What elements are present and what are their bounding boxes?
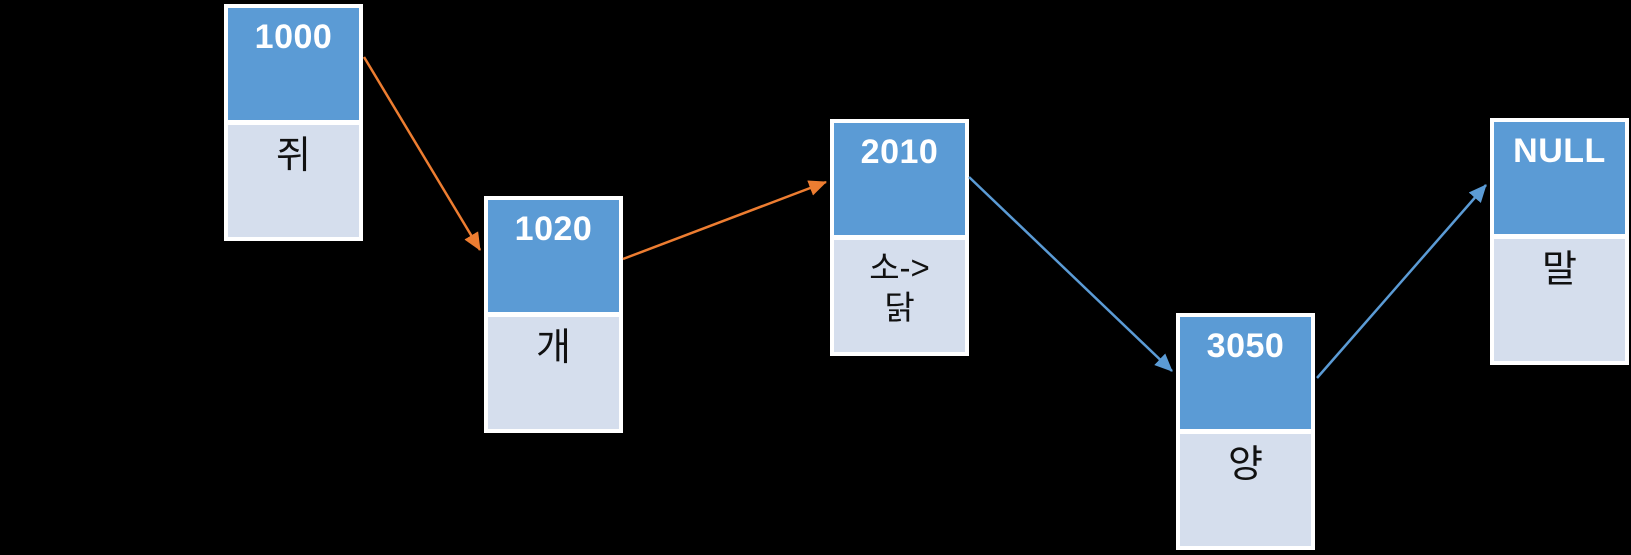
node-value: 쥐	[228, 125, 359, 237]
list-node-2010: 2010 소-> 닭	[830, 119, 969, 356]
node-address: 1020	[488, 200, 619, 312]
list-node-3050: 3050 양	[1176, 313, 1315, 550]
node-value: 말	[1494, 239, 1625, 361]
node-value: 개	[488, 317, 619, 429]
node-address: NULL	[1494, 122, 1625, 234]
arrow-2010-to-3050	[968, 176, 1173, 372]
node-value: 소-> 닭	[834, 240, 965, 352]
node-value: 양	[1180, 434, 1311, 546]
arrow-1000-to-1020	[362, 56, 482, 251]
arrow-1020-to-2010	[622, 180, 827, 261]
list-node-null: NULL 말	[1490, 118, 1629, 365]
list-node-1020: 1020 개	[484, 196, 623, 433]
node-address: 3050	[1180, 317, 1311, 429]
arrow-3050-to-null	[1316, 184, 1487, 379]
list-node-1000: 1000 쥐	[224, 4, 363, 241]
node-address: 1000	[228, 8, 359, 120]
node-address: 2010	[834, 123, 965, 235]
